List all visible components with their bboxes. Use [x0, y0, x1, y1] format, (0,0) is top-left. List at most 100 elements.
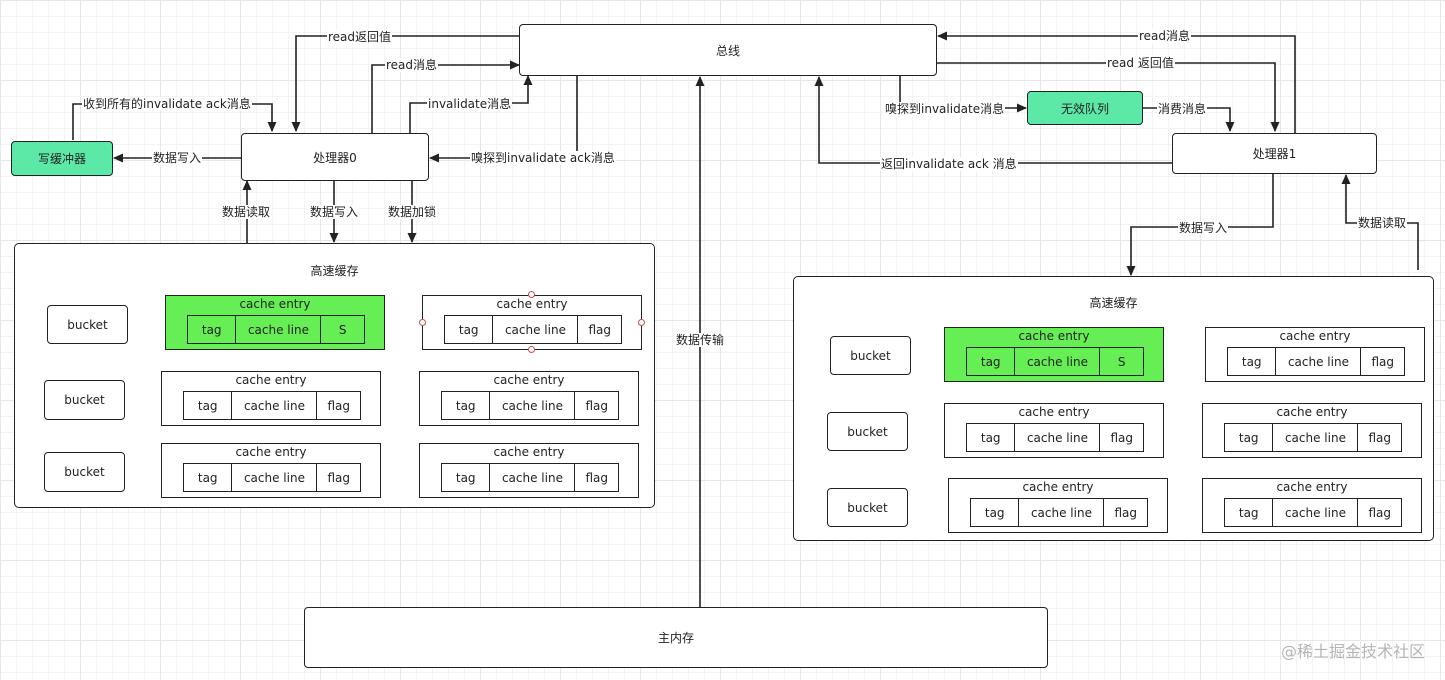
cell-tag: tag	[197, 470, 218, 485]
cell-cache-line: cache line	[1014, 348, 1099, 375]
label-return-ack-1: 返回invalidate ack 消息	[880, 157, 1018, 171]
cell-flag: flag	[1357, 424, 1401, 451]
label-read-data-0: 数据读取	[221, 205, 272, 219]
cell-tag: tag	[455, 470, 476, 485]
cell-flag: flag	[1103, 499, 1147, 526]
cell-cache-line: cache line	[1018, 499, 1103, 526]
cache-entry-title: cache entry	[1018, 329, 1090, 343]
edge-bus-to-p0-snoop-ack	[429, 76, 578, 163]
cache-region-title: 高速缓存	[310, 264, 359, 278]
bucket-node[interactable]: bucket	[830, 336, 911, 375]
cache-entry-title: cache entry	[235, 373, 307, 387]
label-read-msg-1: read消息	[1138, 29, 1192, 43]
cell-cache-line: cache line	[1272, 424, 1357, 451]
bucket-node[interactable]: bucket	[44, 380, 125, 420]
label-consume-msg-1: 消费消息	[1157, 102, 1208, 116]
cache-entry-title: cache entry	[1022, 480, 1094, 494]
cell-flag: flag	[1360, 348, 1404, 375]
cell-tag: tag	[984, 505, 1005, 520]
label-recv-all-ack: 收到所有的invalidate ack消息	[82, 97, 252, 111]
watermark: @稀土掘金技术社区	[1280, 642, 1425, 661]
selection-handle[interactable]	[419, 319, 426, 326]
main-memory-node[interactable]: 主内存	[304, 607, 1048, 668]
cell-cache-line: cache line	[231, 392, 316, 419]
cell-cache-line: cache line	[1275, 348, 1360, 375]
label-lock-cache-0: 数据加锁	[387, 205, 438, 219]
edge-bus-to-p0-read-return	[291, 35, 519, 132]
cell-tag: tag	[455, 398, 476, 413]
cell-flag: flag	[1099, 424, 1143, 451]
processor0-node[interactable]: 处理器0	[241, 133, 429, 181]
selection-handle[interactable]	[528, 346, 535, 353]
cell-flag: S	[1099, 348, 1143, 375]
label-write-cache-0: 数据写入	[309, 205, 360, 219]
cell-tag: tag	[1241, 354, 1262, 369]
cache-entry-title: cache entry	[493, 445, 565, 459]
cache-entry-title: cache entry	[1279, 329, 1351, 343]
cell-flag: flag	[577, 316, 621, 343]
cell-tag: tag	[201, 322, 222, 337]
cache-entry-title: cache entry	[1018, 405, 1090, 419]
cell-flag: flag	[574, 392, 618, 419]
cache-entry-title: cache entry	[235, 445, 307, 459]
cell-flag: flag	[574, 464, 618, 491]
cell-tag: tag	[980, 354, 1001, 369]
cell-tag: tag	[1238, 430, 1259, 445]
bucket-node[interactable]: bucket	[827, 412, 908, 451]
cell-tag: tag	[458, 322, 479, 337]
processor1-node[interactable]: 处理器1	[1172, 133, 1377, 174]
cache-entry-title: cache entry	[1276, 405, 1348, 419]
label-read-return-1: read 返回值	[1106, 56, 1175, 70]
bus-node[interactable]: 总线	[519, 24, 937, 76]
label-data-transfer: 数据传输	[675, 333, 726, 347]
cell-flag: S	[320, 316, 364, 343]
invalidate-queue-node[interactable]: 无效队列	[1027, 91, 1143, 125]
cell-cache-line: cache line	[1272, 499, 1357, 526]
bucket-node[interactable]: bucket	[47, 305, 128, 344]
bucket-node[interactable]: bucket	[44, 452, 125, 492]
cell-flag: flag	[316, 392, 360, 419]
cell-tag: tag	[1238, 505, 1259, 520]
cell-tag: tag	[197, 398, 218, 413]
cache-entry-title: cache entry	[493, 373, 565, 387]
selection-handle[interactable]	[528, 291, 535, 298]
cell-cache-line: cache line	[231, 464, 316, 491]
edge-p0-to-bus-read	[371, 60, 520, 133]
cache-region-title: 高速缓存	[1089, 296, 1138, 310]
cell-cache-line: cache line	[489, 392, 574, 419]
selection-handle[interactable]	[638, 319, 645, 326]
label-read-msg-0: read消息	[385, 58, 439, 72]
label-invalidate-msg-0: invalidate消息	[427, 97, 513, 111]
cell-tag: tag	[980, 430, 1001, 445]
cell-cache-line: cache line	[235, 316, 320, 343]
bucket-node[interactable]: bucket	[827, 488, 908, 527]
edge-bus-to-p1-read-return	[937, 62, 1280, 132]
label-read-cache-1: 数据读取	[1357, 216, 1408, 230]
cache-entry-title: cache entry	[496, 297, 568, 311]
write-buffer-node[interactable]: 写缓冲器	[11, 141, 113, 176]
cell-cache-line: cache line	[489, 464, 574, 491]
